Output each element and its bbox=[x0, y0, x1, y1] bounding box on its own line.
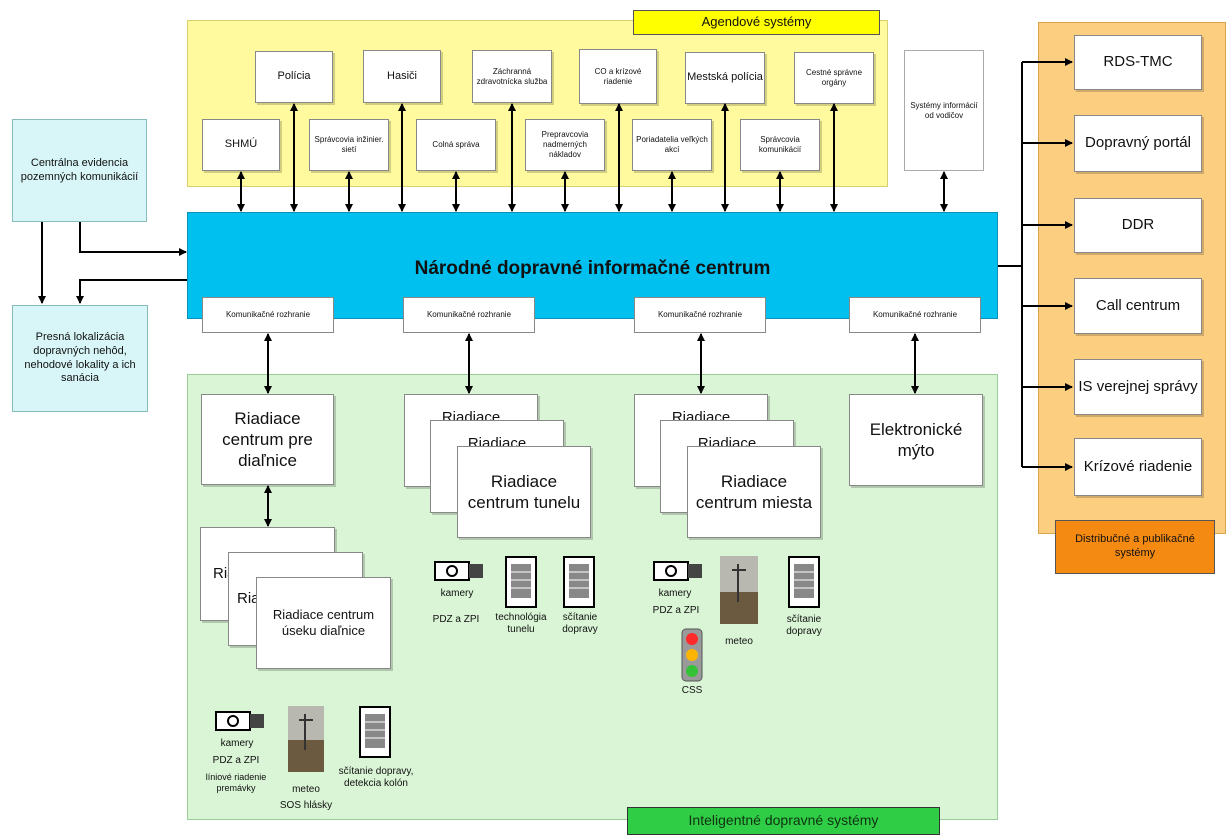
agenda-box-zachranna: Záchranná zdravotnícka služba bbox=[472, 50, 552, 103]
usek-kamery-label: kamery bbox=[220, 738, 254, 749]
traffic-light-icon bbox=[679, 628, 705, 682]
agenda-box-hasici: Hasiči bbox=[363, 50, 441, 103]
usek-scitanie-label: sčítanie dopravy, detekcia kolón bbox=[338, 766, 414, 789]
agenda-box-spravcovia-sieti: Správcovia inžinier. sietí bbox=[309, 119, 389, 171]
device-cabinet-icon bbox=[505, 556, 537, 608]
center-title: Národné dopravné informačné centrum bbox=[414, 258, 771, 279]
dist-box-portal: Dopravný portál bbox=[1074, 115, 1202, 172]
dist-box-krizove: Krízové riadenie bbox=[1074, 438, 1202, 496]
miesto-kamery-label: kamery bbox=[658, 588, 692, 599]
camera-icon bbox=[650, 556, 706, 584]
interface-box-1: Komunikačné rozhranie bbox=[202, 297, 334, 333]
interface-box-4: Komunikačné rozhranie bbox=[849, 297, 981, 333]
usek-pdz-label: PDZ a ZPI bbox=[212, 755, 260, 766]
ceps-box: Centrálna evidencia pozemných komunikáci… bbox=[12, 119, 147, 222]
usek-meteo-label: meteo bbox=[292, 784, 320, 795]
camera-icon bbox=[431, 556, 487, 584]
its-title: Inteligentné dopravné systémy bbox=[627, 807, 940, 835]
agenda-box-colna: Colná správa bbox=[416, 119, 496, 171]
agenda-box-poriadatelia: Poriadatelia veľkých akcí bbox=[632, 119, 712, 171]
lokalizacia-box: Presná lokalizácia dopravných nehôd, neh… bbox=[12, 305, 148, 412]
agenda-box-cestne: Cestné správne orgány bbox=[794, 52, 874, 104]
agenda-box-shmu: SHMÚ bbox=[202, 119, 280, 171]
miesto-pdz-label: PDZ a ZPI bbox=[652, 605, 700, 616]
miesto-css-label: CSS bbox=[681, 685, 703, 696]
rc-usek-front: Riadiace centrum úseku diaľnice bbox=[256, 577, 391, 669]
counter-cabinet-icon bbox=[359, 706, 391, 758]
counter-cabinet-icon bbox=[788, 556, 820, 608]
usek-liniove-label: líniové riadenie premávky bbox=[205, 772, 267, 793]
agendove-title: Agendové systémy bbox=[633, 10, 880, 35]
vodici-box: Systémy informácií od vodičov bbox=[904, 50, 984, 171]
interface-box-3: Komunikačné rozhranie bbox=[634, 297, 766, 333]
meteo-station-photo-icon bbox=[720, 556, 758, 624]
usek-sos-label: SOS hlásky bbox=[279, 800, 333, 811]
tunel-pdz-label: PDZ a ZPI bbox=[432, 614, 480, 625]
dist-box-rds: RDS-TMC bbox=[1074, 35, 1202, 90]
tunel-technologia-label: technológia tunelu bbox=[495, 612, 547, 635]
rc-miesto-front: Riadiace centrum miesta bbox=[687, 446, 821, 538]
dist-box-ddr: DDR bbox=[1074, 198, 1202, 253]
rc-dialnice-box: Riadiace centrum pre diaľnice bbox=[201, 394, 334, 485]
agenda-box-policia: Polícia bbox=[255, 51, 333, 103]
meteo-station-photo-icon bbox=[288, 706, 324, 772]
counter-cabinet-icon bbox=[563, 556, 595, 608]
interface-box-2: Komunikačné rozhranie bbox=[403, 297, 535, 333]
distribution-title: Distribučné a publikačné systémy bbox=[1055, 520, 1215, 574]
camera-icon bbox=[212, 706, 268, 734]
agenda-box-spravcovia-kom: Správcovia komunikácií bbox=[740, 119, 820, 171]
miesto-meteo-label: meteo bbox=[725, 636, 753, 647]
miesto-scitanie-label: sčítanie dopravy bbox=[786, 614, 822, 637]
agenda-box-prepravcovia: Prepravcovia nadmerných nákladov bbox=[525, 119, 605, 171]
myto-box: Elektronické mýto bbox=[849, 394, 983, 486]
tunel-kamery-label: kamery bbox=[440, 588, 474, 599]
rc-tunel-front: Riadiace centrum tunelu bbox=[457, 446, 591, 538]
dist-box-is: IS verejnej správy bbox=[1074, 359, 1202, 415]
dist-box-call: Call centrum bbox=[1074, 278, 1202, 334]
tunel-scitanie-label: sčítanie dopravy bbox=[562, 612, 598, 635]
agenda-box-co: CO a krízové riadenie bbox=[579, 49, 657, 104]
